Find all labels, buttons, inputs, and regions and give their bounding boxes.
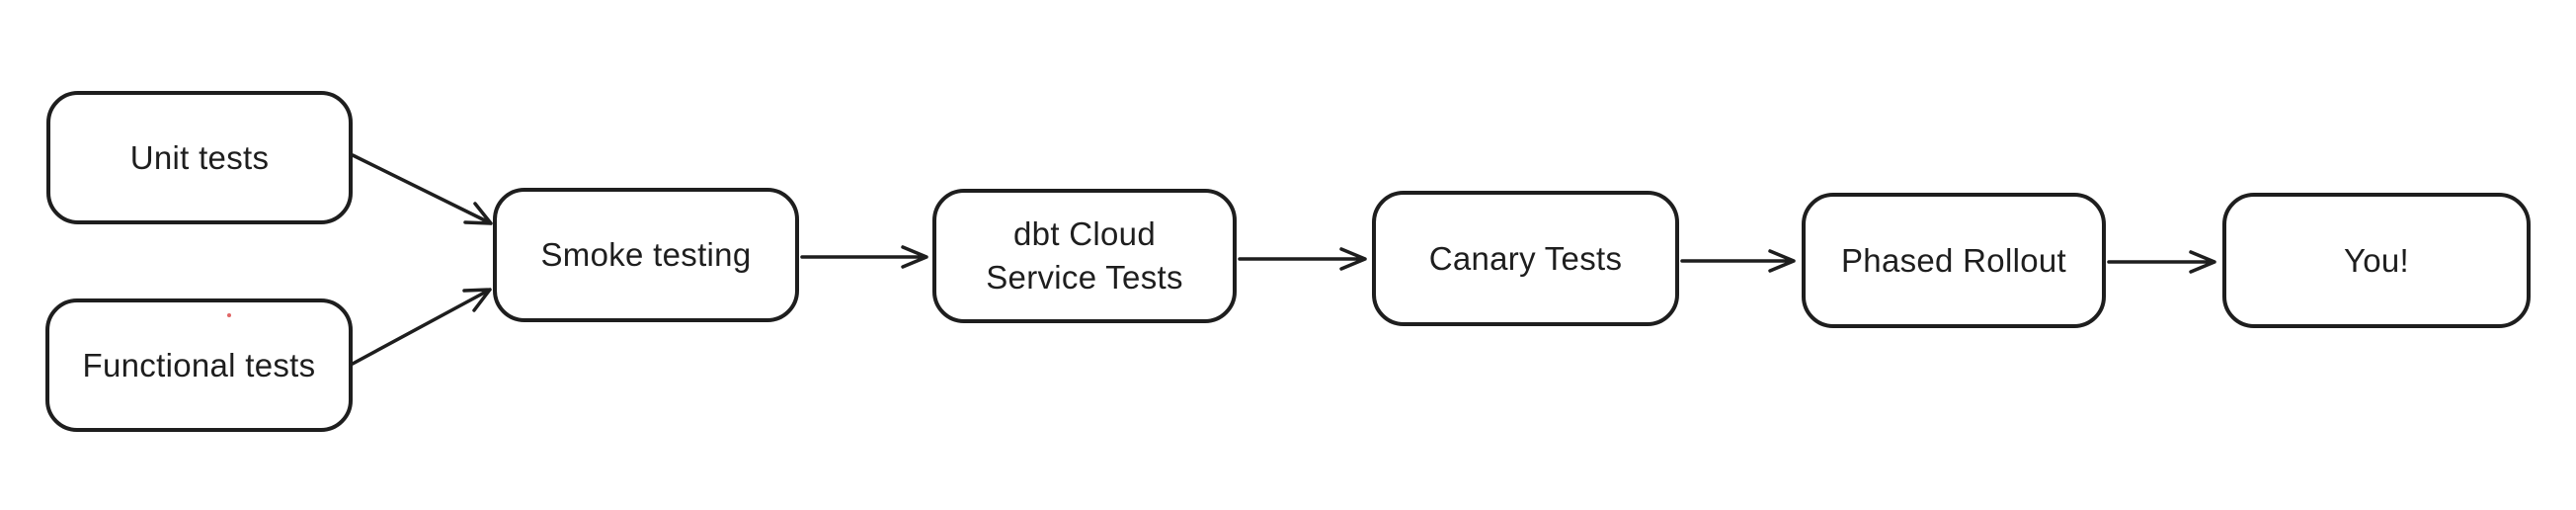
node-label: Unit tests [129,138,270,176]
node-label: Canary Tests [1428,239,1623,277]
node-label-line-1: dbt Cloud [1013,215,1156,252]
node-label: dbt Cloud Service Tests [986,212,1183,299]
node-label: Smoke testing [540,236,752,273]
node-canary-tests: Canary Tests [1372,191,1679,326]
arrow-functional-tests-to-smoke-testing [351,288,492,366]
node-smoke-testing: Smoke testing [493,188,799,322]
node-unit-tests: Unit tests [46,91,353,224]
arrow-phased-rollout-to-you [2107,250,2216,274]
node-phased-rollout: Phased Rollout [1802,193,2106,328]
node-label: Functional tests [82,346,316,383]
node-you: You! [2222,193,2531,328]
node-label: You! [2343,241,2410,279]
arrow-unit-tests-to-smoke-testing [351,153,493,225]
arrow-canary-tests-to-phased-rollout [1680,249,1796,273]
node-dbt-cloud-service-tests: dbt Cloud Service Tests [932,189,1237,323]
arrow-smoke-testing-to-dbt-cloud-service-tests [800,245,928,269]
red-speck-artifact [227,313,231,317]
node-label: Phased Rollout [1840,241,2066,279]
node-functional-tests: Functional tests [45,298,353,432]
node-label-line-2: Service Tests [986,259,1183,296]
arrow-dbt-cloud-service-tests-to-canary-tests [1238,247,1367,271]
